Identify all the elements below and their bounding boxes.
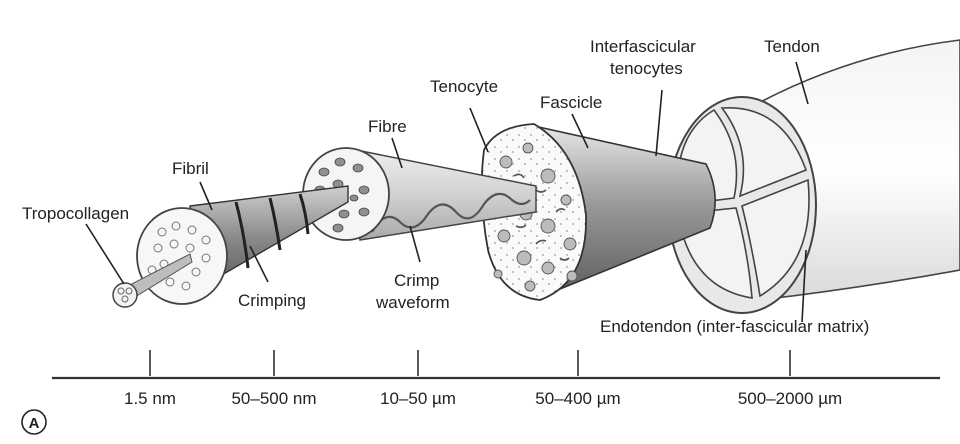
leader-fibril [199, 181, 213, 211]
scale-label-1: 1.5 nm [124, 389, 176, 408]
crimp-waveform-line [371, 192, 531, 233]
leader-tenocyte [469, 107, 489, 153]
leader-tendon [795, 61, 809, 105]
label-crimp-line2: waveform [375, 293, 450, 312]
leader-lines [85, 61, 809, 323]
leader-endotendon [801, 249, 807, 323]
label-crimping: Crimping [238, 291, 306, 310]
scale-label-4: 50–400 µm [535, 389, 620, 408]
scale-bar: 1.5 nm 50–500 nm 10–50 µm 50–400 µm 500–… [52, 350, 940, 408]
fascicle-tenocytes [513, 173, 570, 261]
label-tenocyte: Tenocyte [430, 77, 498, 96]
leader-fibre [391, 137, 403, 169]
fascicle [480, 123, 716, 301]
label-crimp-line1: Crimp [394, 271, 439, 290]
leader-crimping [249, 245, 269, 283]
tropocollagen [112, 253, 193, 308]
fibril-crimp-bands [234, 193, 310, 269]
tendon [667, 39, 960, 314]
fibril [136, 185, 349, 305]
label-fascicle: Fascicle [540, 93, 602, 112]
label-interfascicular-line2: tenocytes [610, 59, 683, 78]
scale-label-3: 10–50 µm [380, 389, 456, 408]
leader-tropocollagen [85, 223, 125, 285]
label-interfascicular-line1: Interfascicular [590, 37, 696, 56]
fibril-cross-section [136, 207, 228, 305]
panel-label-circle [21, 409, 47, 435]
labels: Tropocollagen Fibril Crimping Fibre Crim… [22, 37, 869, 336]
leader-interfascicular [655, 89, 663, 157]
fascicle-fibres [493, 142, 578, 292]
scale-label-5: 500–2000 µm [738, 389, 842, 408]
tropocollagen-helix [117, 287, 133, 303]
label-fibre: Fibre [368, 117, 407, 136]
scale-label-2: 50–500 nm [231, 389, 316, 408]
panel-label: A [21, 409, 47, 435]
label-fibril: Fibril [172, 159, 209, 178]
label-tendon: Tendon [764, 37, 820, 56]
label-endotendon: Endotendon (inter-fascicular matrix) [600, 317, 869, 336]
leader-fascicle [571, 113, 589, 149]
tropocollagen-cross-section [112, 282, 138, 308]
panel-label-text: A [29, 415, 40, 432]
label-tropocollagen: Tropocollagen [22, 204, 129, 223]
leader-crimp-waveform [409, 225, 421, 263]
